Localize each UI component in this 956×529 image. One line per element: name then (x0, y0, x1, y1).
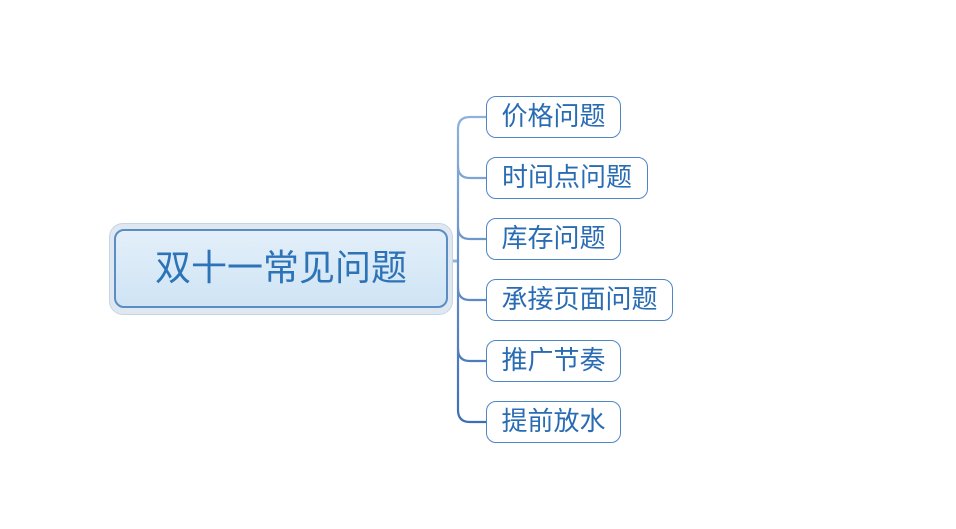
central-topic-selection-glow: 双十一常见问题 (109, 223, 453, 315)
connector-branch-4 (456, 286, 488, 302)
topic-node-timing[interactable]: 时间点问题 (486, 157, 648, 199)
central-topic-node[interactable]: 双十一常见问题 (114, 229, 448, 308)
topic-label: 推广节奏 (501, 346, 606, 376)
connector-branch-3 (456, 225, 488, 241)
topic-label: 承接页面问题 (501, 285, 658, 315)
topic-label: 时间点问题 (501, 163, 632, 193)
topic-node-landing-page[interactable]: 承接页面问题 (486, 279, 673, 321)
topic-node-inventory[interactable]: 库存问题 (486, 218, 621, 260)
connector-branch-5 (456, 347, 488, 363)
connector-branch-2 (456, 164, 488, 180)
connector-trunk (456, 115, 488, 424)
topic-label: 提前放水 (501, 407, 606, 437)
topic-node-promotion-pace[interactable]: 推广节奏 (486, 340, 621, 382)
central-topic-label: 双十一常见问题 (154, 247, 407, 289)
topic-label: 库存问题 (501, 224, 606, 254)
topic-label: 价格问题 (501, 102, 606, 132)
topic-node-price[interactable]: 价格问题 (486, 96, 621, 138)
topic-node-early-release[interactable]: 提前放水 (486, 401, 621, 443)
